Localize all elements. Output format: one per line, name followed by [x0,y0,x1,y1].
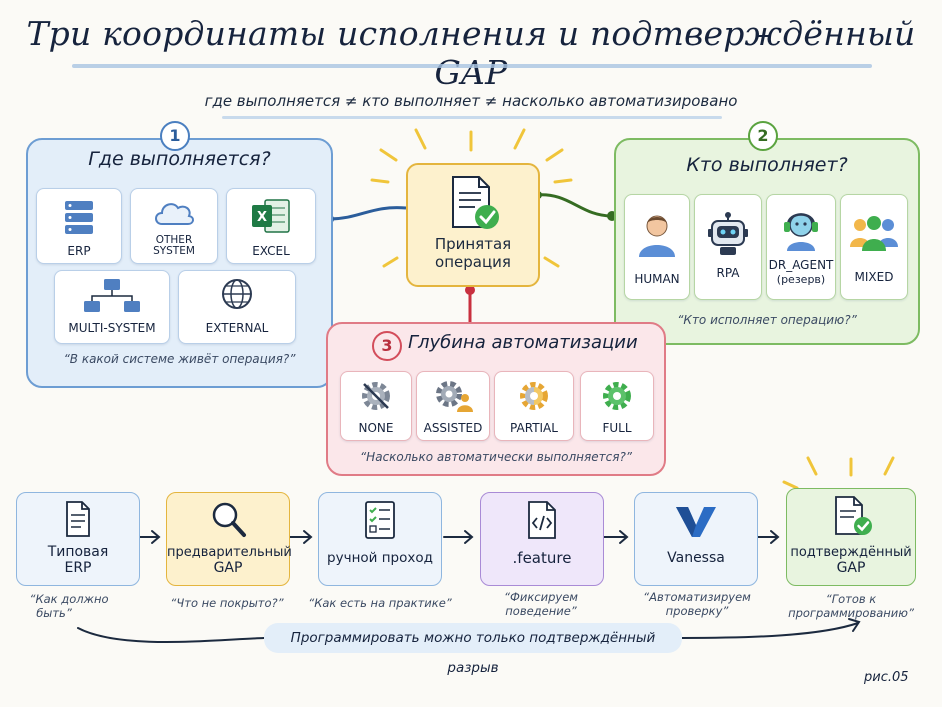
who-label-rpa: RPA [716,266,740,280]
panel-where-number: 1 [160,121,190,151]
where-tile-erp: ERP [36,188,122,264]
magnifier-icon [212,502,246,537]
panel-where-caption: “В какой системе живёт операция?” [63,352,296,366]
agent-headset-icon [784,213,818,251]
group-icon [850,216,898,251]
gear-half-icon [520,382,548,410]
panel-depth-number: 3 [372,331,402,361]
step1-label-line1: Типовая [47,544,109,560]
depth-tile-none: NONE [340,371,412,441]
where-tile-external: EXTERNAL [178,270,296,344]
who-tile-rpa: RPA [694,194,762,300]
vanessa-logo-icon [676,507,716,537]
checklist-icon [365,501,395,539]
who-tile-dr-agent: DR_AGENT (резерв) [766,194,836,300]
server-icon [65,201,93,234]
long-arrow [77,618,861,643]
who-label-mixed: MIXED [854,270,894,284]
where-tile-multi-system: MULTI-SYSTEM [54,270,170,344]
page-title: Три координаты исполнения и подтверждённ… [26,14,916,92]
step5-caption-line2: проверку” [665,604,729,618]
step4-caption-line1: “Фиксируем [504,590,578,604]
excel-icon: X [252,199,290,233]
who-tile-human: HUMAN [624,194,690,300]
depth-tile-full: FULL [580,371,654,441]
connector-depth [465,283,475,322]
step1-label-line2: ERP [64,560,92,576]
cloud-icon [155,203,194,225]
rays-center [370,128,573,268]
center-card: Принятая операция [406,163,540,287]
panel-who-caption: “Кто исполняет операцию?” [677,313,857,327]
connector-where [324,206,407,224]
step5-caption-line1: “Автоматизируем [643,590,751,604]
step4-caption-line2: поведение” [505,604,577,618]
panel-depth-title: Глубина автоматизации [408,332,638,353]
bottom-note: Программировать можно только подтверждён… [264,623,682,676]
depth-tile-partial: PARTIAL [494,371,574,441]
where-label-excel: EXCEL [252,244,290,258]
panel-who-number: 2 [748,121,778,151]
where-label-external: EXTERNAL [205,321,269,335]
pipeline-arrows [137,530,780,544]
where-label-system: SYSTEM [153,245,195,257]
depth-label-assisted: ASSISTED [423,421,483,435]
step1-caption-line1: “Как должно [29,592,109,606]
step3-caption: “Как есть на практике” [308,596,452,610]
panel-depth-caption: “Насколько автоматически выполняется?” [359,450,633,464]
step2-caption: “Что не покрыто?” [170,596,284,610]
step-confirmed-gap: подтверждённый GAP [786,488,916,586]
figure-label: рис.05 [864,670,909,685]
center-label-line2: операция [435,253,511,271]
panel-who-title: Кто выполняет? [686,154,848,176]
step-feature: .feature [480,492,604,586]
who-label-dr-agent: DR_AGENT [768,258,834,272]
center-label-line1: Принятая [434,235,512,253]
panel-where-title: Где выполняется? [88,148,271,170]
step6-caption-line1: “Готов к [825,592,877,606]
globe-icon [222,279,252,309]
where-label-erp: ERP [67,244,91,258]
who-label-human: HUMAN [634,272,680,286]
step1-caption-line2: быть” [36,606,72,620]
step-preliminary-gap: предварительный GAP [166,492,292,586]
robot-icon [708,212,748,255]
depth-tile-assisted: ASSISTED [416,371,490,441]
depth-label-partial: PARTIAL [510,421,558,435]
person-icon [639,215,675,257]
depth-label-full: FULL [602,421,632,435]
where-label-other: OTHER [155,234,193,246]
step6-label-line1: подтверждённый [790,545,912,560]
step-vanessa: Vanessa [634,492,758,586]
step4-label: .feature [512,549,572,567]
document-icon [66,501,90,537]
step2-label-line1: предварительный [167,545,292,560]
gear-person-icon [436,381,473,412]
who-tile-mixed: MIXED [840,194,908,300]
who-label-reserve: (резерв) [776,273,826,286]
connector-who [534,191,617,221]
step2-label-line2: GAP [213,560,243,576]
gear-crossed-icon [362,382,390,410]
document-check-icon-final [835,496,872,535]
svg-text:X: X [257,210,267,225]
step-manual-pass: ручной проход [318,492,442,586]
where-label-multi: MULTI-SYSTEM [68,321,156,335]
step3-label: ручной проход [327,550,433,566]
code-file-icon [528,501,556,539]
subtitle-underline [222,116,722,119]
depth-label-none: NONE [358,421,394,435]
step6-label-line2: GAP [836,560,866,576]
document-check-icon [452,176,499,229]
step5-label: Vanessa [667,550,725,566]
subtitle: где выполняется ≠ кто выполняет ≠ наскол… [204,92,738,110]
where-tile-excel: X EXCEL [226,188,316,264]
network-icon [84,279,140,312]
step-typical-erp: Типовая ERP [16,492,140,586]
gear-full-icon [603,382,631,410]
step6-caption-line2: программированию” [788,606,914,620]
rays-final [782,456,895,490]
where-tile-other-system: OTHER SYSTEM [130,188,218,264]
title-underline [72,64,872,68]
